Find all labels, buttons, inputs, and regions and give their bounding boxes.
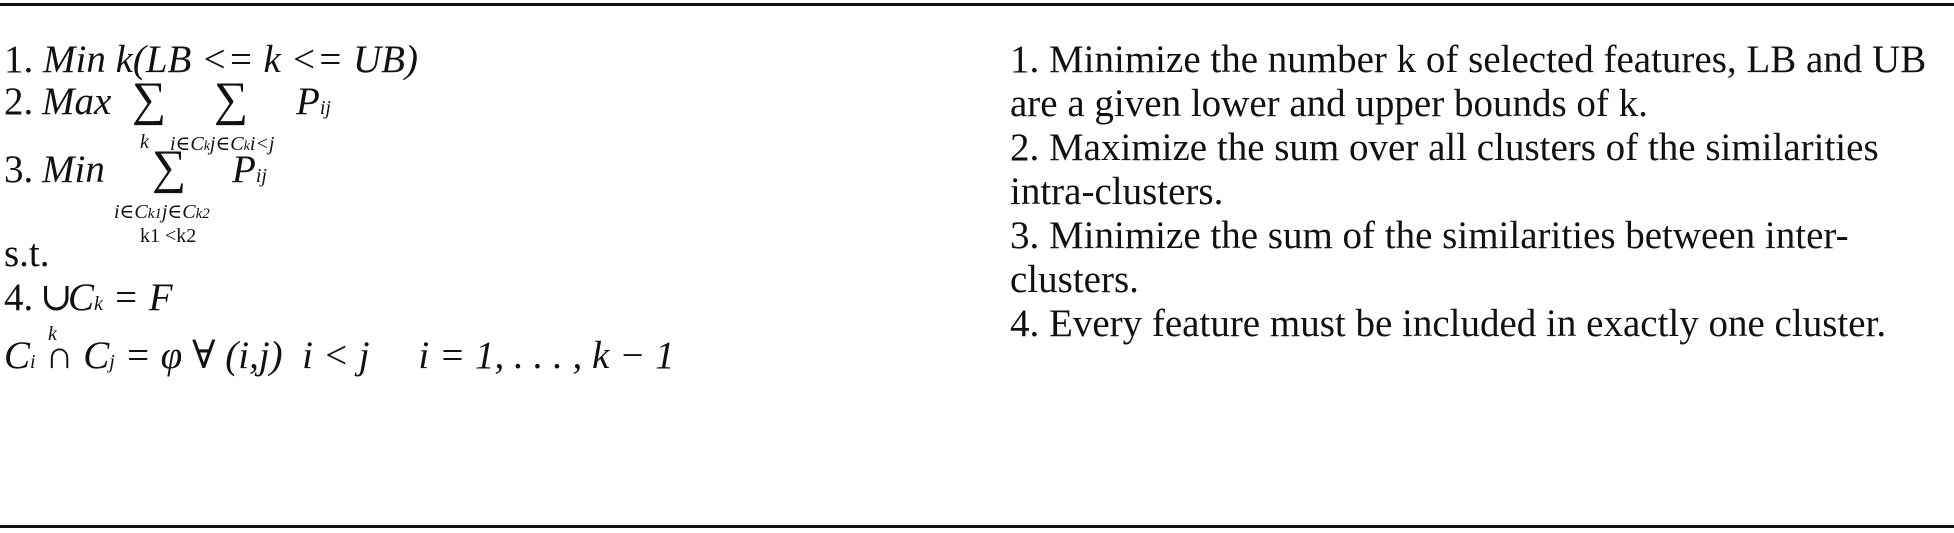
constraint-4-number: 4. bbox=[4, 276, 34, 319]
constraint-4-expression: Ck = F bbox=[68, 276, 173, 319]
table-top-rule bbox=[0, 3, 1954, 6]
objective-1: 1. Min k(LB <= k <= UB) bbox=[4, 38, 418, 82]
sum-subscript: k bbox=[140, 131, 149, 153]
description-2: 2. Maximize the sum over all clusters of… bbox=[1010, 126, 1879, 213]
objective-2-operator: Max bbox=[42, 80, 112, 123]
sum-symbol: ∑ bbox=[152, 141, 187, 194]
union-subscript: k bbox=[48, 323, 57, 345]
sum-subscript: i∈Ckj∈Cki<j bbox=[170, 133, 275, 155]
objective-3-number: 3. bbox=[4, 148, 34, 191]
similarity-term: Pij bbox=[296, 80, 331, 123]
objective-1-number: 1. bbox=[4, 38, 43, 81]
description-1: 1. Minimize the number k of selected fea… bbox=[1010, 38, 1927, 125]
objective-1-expression: Min k(LB <= k <= UB) bbox=[43, 38, 418, 81]
sum-condition: k1 <k2 bbox=[140, 225, 197, 247]
sum-subscript: i∈Ck1j∈Ck2 bbox=[114, 201, 210, 223]
subject-to-label: s.t. bbox=[4, 232, 50, 275]
table-bottom-rule bbox=[0, 525, 1954, 528]
objective-2-number: 2. bbox=[4, 80, 34, 123]
description-4: 4. Every feature must be included in exa… bbox=[1010, 302, 1887, 345]
sum-symbol: ∑ bbox=[214, 73, 249, 126]
sum-symbol: ∑ bbox=[132, 73, 167, 126]
constraint-5-expression: Ci ∩ Cj = φ ∀ (i,j) i < j i = 1, . . . ,… bbox=[4, 334, 675, 377]
similarity-term: Pij bbox=[232, 148, 267, 191]
formulation-column: 1. Min k(LB <= k <= UB) 2. Max ∑ k ∑ i∈C… bbox=[4, 38, 984, 518]
description-3: 3. Minimize the sum of the similarities … bbox=[1010, 214, 1849, 301]
union-symbol: ∪ bbox=[40, 276, 73, 319]
description-column: 1. Minimize the number k of selected fea… bbox=[1010, 38, 1950, 346]
objective-3-operator: Min bbox=[42, 148, 105, 191]
